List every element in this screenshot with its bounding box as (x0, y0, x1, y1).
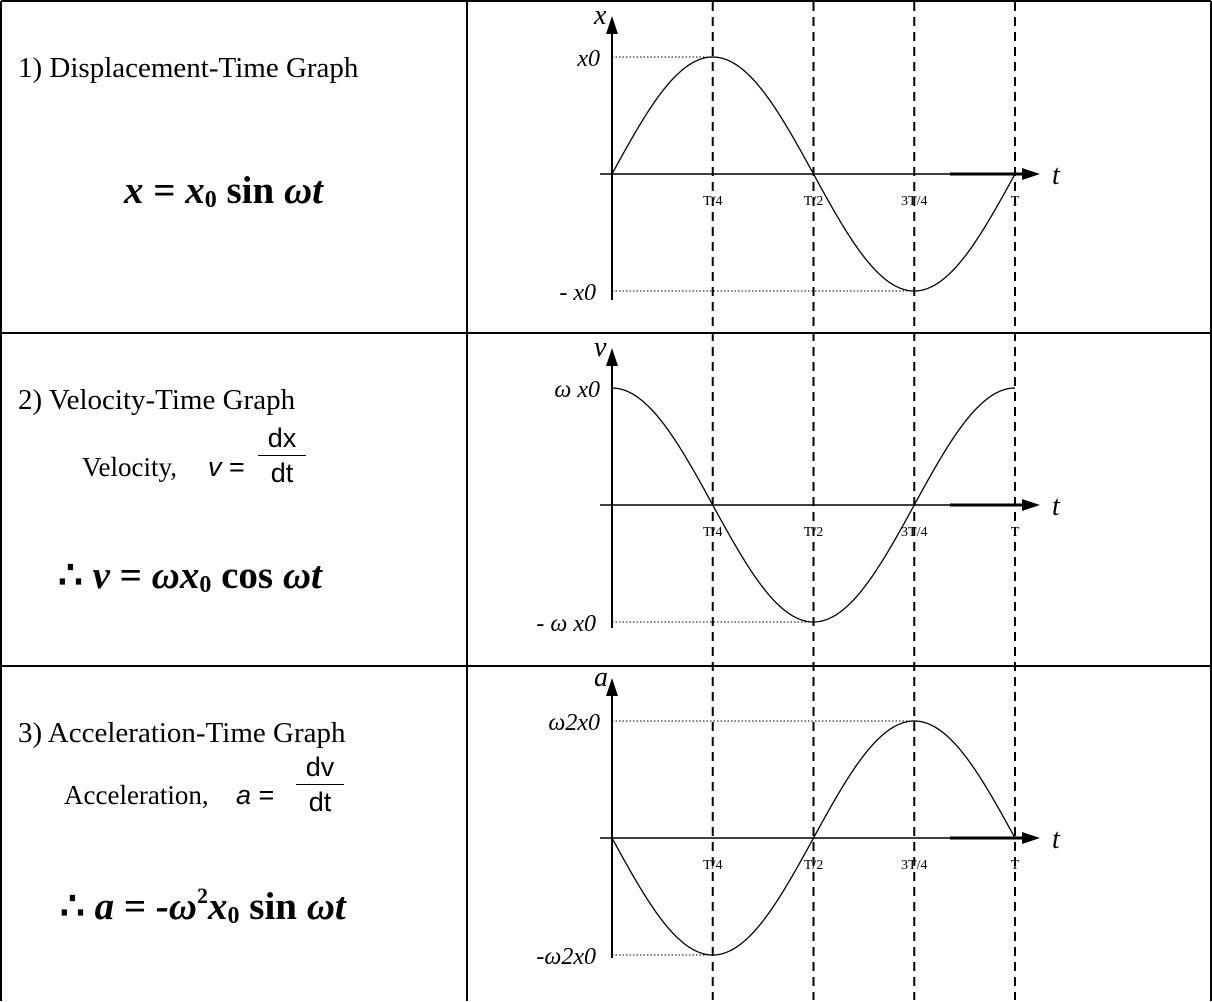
velocity-definition-label: Velocity, (82, 452, 177, 482)
acceleration-fraction: dv dt (296, 752, 344, 817)
curve-3 (611, 720, 1016, 956)
y-axis-label-3: a (594, 662, 608, 693)
velocity-fraction: dx dt (258, 423, 306, 488)
row-3-title: 3) Acceleration-Time Graph (18, 717, 346, 749)
y-axis-label-1: x (593, 0, 607, 31)
t-axis-arrow-2 (1022, 499, 1040, 511)
max-label-3: ω2x0 (548, 710, 600, 736)
t-axis-label-1: t (1052, 160, 1061, 191)
y-axis-arrow-1 (606, 16, 618, 34)
min-label-2: - ω x0 (536, 611, 596, 637)
row-2-title: 2) Velocity-Time Graph (18, 384, 296, 416)
displacement-equation: x = x0 sin ωt (124, 169, 323, 213)
min-label-3: -ω2x0 (536, 944, 596, 970)
velocity-definition-symbol: v = (208, 452, 245, 482)
t-axis-arrow-3 (1022, 832, 1040, 844)
t-axis-label-3: t (1052, 824, 1061, 855)
y-axis-arrow-3 (606, 678, 618, 696)
max-label-1: x0 (576, 46, 600, 72)
acceleration-definition-label: Acceleration, (64, 780, 209, 810)
max-label-2: ω x0 (554, 377, 600, 403)
y-axis-arrow-2 (606, 348, 618, 366)
min-label-1: - x0 (559, 280, 596, 306)
acceleration-equation: ∴ a = -ω2x0 sin ωt (60, 883, 346, 929)
row-1-title: 1) Displacement-Time Graph (18, 52, 359, 84)
y-axis-label-2: v (594, 332, 607, 363)
t-axis-arrow-1 (1022, 168, 1040, 180)
velocity-equation: ∴ v = ωx0 cos ωt (58, 554, 322, 598)
t-axis-label-2: t (1052, 491, 1061, 522)
acceleration-definition-symbol: a = (236, 780, 275, 810)
